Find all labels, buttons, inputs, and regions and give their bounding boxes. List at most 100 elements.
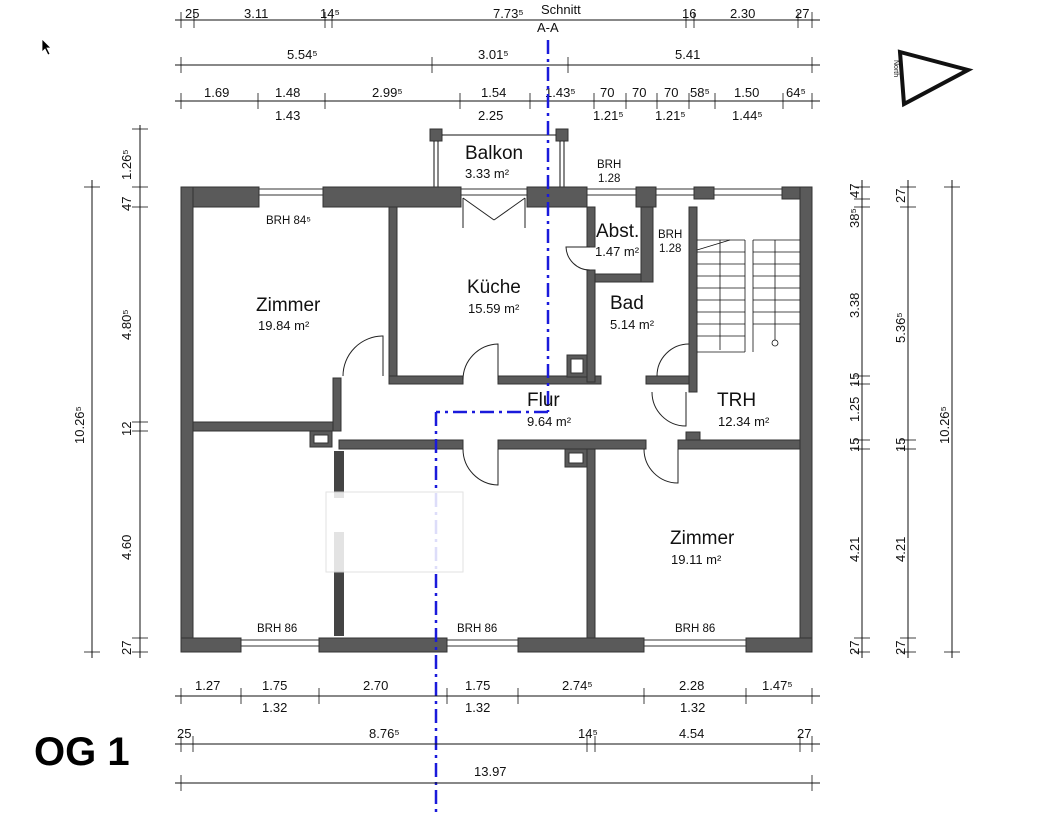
- dim-top2-2: 3.01⁵: [478, 47, 509, 62]
- dim-bot-4: 1.75: [465, 678, 490, 693]
- dim-top3sub-2: 2.25: [478, 108, 503, 123]
- dim-top3-1: 1.69: [204, 85, 229, 100]
- dim-top3-3: 2.99⁵: [372, 85, 403, 100]
- overlay-panel: [325, 491, 464, 573]
- dim-botsub-1: 1.32: [262, 700, 287, 715]
- dim-right-mid-5: 27: [893, 641, 908, 655]
- room-area-balkon: 3.33 m²: [465, 166, 510, 181]
- brh-bad-1: BRH: [658, 229, 682, 241]
- dim-right-mid-2: 5.36⁵: [893, 312, 908, 343]
- dim-top-2: 3.11: [244, 6, 268, 21]
- dim-bot2-5: 27: [797, 726, 811, 741]
- north-label: North: [892, 60, 899, 77]
- dim-botsub-3: 1.32: [680, 700, 705, 715]
- dim-bot-3: 2.70: [363, 678, 388, 693]
- bottom-dimension-lines: 1.27 1.75 2.70 1.75 2.74⁵ 2.28 1.47⁵ 1.3…: [175, 678, 820, 791]
- dim-right-3: 3.38: [847, 293, 862, 318]
- dim-top3-6: 70: [600, 85, 614, 100]
- room-area-zimmer-1: 19.84 m²: [258, 318, 310, 333]
- dim-right-5: 1.25: [847, 397, 862, 422]
- dim-right-total: 10.26⁵: [937, 406, 952, 444]
- brh-top-right-1: BRH: [597, 159, 621, 171]
- brh-bottom-1: BRH 86: [257, 623, 297, 635]
- dim-top3-11: 64⁵: [786, 85, 806, 100]
- dim-left-total: 10.26⁵: [72, 406, 87, 444]
- brh-bottom-3: BRH 86: [675, 623, 715, 635]
- brh-top-left: BRH 84⁵: [266, 215, 311, 227]
- dim-top2-3: 5.41: [675, 47, 700, 62]
- dim-top3-7: 70: [632, 85, 646, 100]
- dim-top2-1: 5.54⁵: [287, 47, 318, 62]
- room-area-abst: 1.47 m²: [595, 244, 640, 259]
- room-name-zimmer-1: Zimmer: [256, 295, 321, 316]
- doors: [342, 197, 690, 486]
- dim-top-5: 16: [682, 6, 696, 21]
- section-label-2: A-A: [537, 20, 559, 35]
- room-area-kueche: 15.59 m²: [468, 301, 520, 316]
- left-dimension-lines: 1.26⁵ 47 4.80⁵ 12 4.60 27 10.26⁵: [72, 125, 148, 658]
- dim-left-5: 4.60: [119, 535, 134, 560]
- dim-bot-5: 2.74⁵: [562, 678, 593, 693]
- dim-right-2: 38⁵: [847, 208, 862, 228]
- room-name-bad: Bad: [610, 293, 644, 314]
- top-dimension-lines: 25 3.11 14⁵ 7.73⁵ 16 2.30 27 5.54⁵ 3.01⁵…: [175, 6, 820, 123]
- right-dimension-lines: 47 38⁵ 3.38 15 1.25 15 4.21 27 27 5.36⁵ …: [847, 180, 960, 658]
- dim-right-mid-3: 15: [893, 438, 908, 452]
- dim-botsub-2: 1.32: [465, 700, 490, 715]
- stairs: [696, 239, 800, 353]
- brh-bad-2: 1.28: [659, 243, 681, 255]
- brh-top-right-2: 1.28: [598, 173, 620, 185]
- room-name-kueche: Küche: [467, 277, 521, 298]
- dim-right-mid-4: 4.21: [893, 537, 908, 562]
- room-area-zimmer-2: 19.11 m²: [671, 552, 722, 567]
- dim-right-4: 15: [847, 373, 862, 387]
- windows: [240, 188, 783, 647]
- walls: [180, 186, 813, 653]
- brh-bottom-2: BRH 86: [457, 623, 497, 635]
- dim-right-6: 15: [847, 438, 862, 452]
- dim-bot3-1: 13.97: [474, 764, 507, 779]
- dim-left-6: 27: [119, 641, 134, 655]
- room-area-bad: 5.14 m²: [610, 317, 655, 332]
- dim-bot-1: 1.27: [195, 678, 220, 693]
- dim-right-1: 47: [847, 184, 862, 198]
- dim-left-3: 4.80⁵: [119, 309, 134, 340]
- dim-top-4: 7.73⁵: [493, 6, 524, 21]
- dim-top-6: 2.30: [730, 6, 755, 21]
- dim-top3-10: 1.50: [734, 85, 759, 100]
- room-area-trh: 12.34 m²: [718, 414, 770, 429]
- room-name-balkon: Balkon: [465, 143, 523, 164]
- room-name-trh: TRH: [717, 390, 756, 411]
- dim-left-4: 12: [119, 422, 134, 436]
- dim-top3-9: 58⁵: [690, 85, 710, 100]
- north-arrow: North: [892, 49, 974, 108]
- dim-bot2-3: 14⁵: [578, 726, 598, 741]
- room-name-abst: Abst.: [596, 221, 639, 242]
- dim-top3sub-4: 1.21⁵: [655, 108, 686, 123]
- dim-right-8: 27: [847, 641, 862, 655]
- dim-bot2-2: 8.76⁵: [369, 726, 400, 741]
- dim-bot2-4: 4.54: [679, 726, 704, 741]
- dim-top3sub-5: 1.44⁵: [732, 108, 763, 123]
- dim-right-7: 4.21: [847, 537, 862, 562]
- dim-bot2-1: 25: [177, 726, 191, 741]
- room-area-flur: 9.64 m²: [527, 414, 572, 429]
- dim-left-1: 1.26⁵: [119, 149, 134, 180]
- room-name-flur: Flur: [527, 390, 560, 411]
- dim-bot-6: 2.28: [679, 678, 704, 693]
- dim-top-1: 25: [185, 6, 199, 21]
- brh-labels: BRH 84⁵ BRH 1.28 BRH 1.28 BRH 86 BRH 86 …: [257, 159, 715, 635]
- mouse-cursor-icon: [41, 38, 52, 56]
- dim-top3sub-3: 1.21⁵: [593, 108, 624, 123]
- room-name-zimmer-2: Zimmer: [670, 528, 735, 549]
- dim-top-3: 14⁵: [320, 6, 340, 21]
- floor-label: OG 1: [34, 730, 130, 774]
- dim-top-7: 27: [795, 6, 809, 21]
- balcony: [429, 128, 569, 187]
- dim-top3-4: 1.54: [481, 85, 506, 100]
- dim-left-2: 47: [119, 197, 134, 211]
- section-label-1: Schnitt: [541, 2, 581, 17]
- dim-right-mid-1: 27: [893, 189, 908, 203]
- dim-top3-8: 70: [664, 85, 678, 100]
- room-labels: Balkon 3.33 m² Zimmer 19.84 m² Küche 15.…: [256, 143, 770, 567]
